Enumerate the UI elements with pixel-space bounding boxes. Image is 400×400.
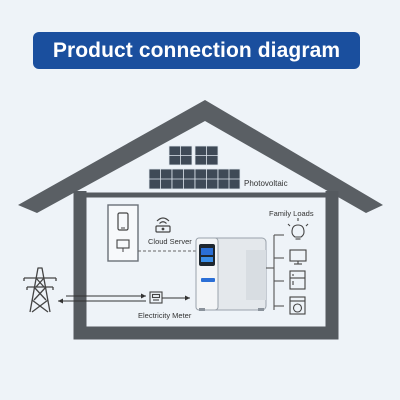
grid-connection-arrows [58, 293, 190, 304]
electricity-meter-label: Electricity Meter [138, 311, 192, 320]
solar-panel [168, 145, 193, 166]
cloud-server-label: Cloud Server [148, 237, 192, 246]
family-loads-label: Family Loads [269, 209, 314, 218]
solar-panel [194, 168, 219, 190]
solar-panel [194, 145, 219, 166]
meter-box-icon [116, 239, 130, 252]
monitor-icon [289, 249, 307, 265]
power-station-icon [195, 237, 267, 311]
page-title: Product connection diagram [52, 38, 341, 62]
wifi-router-icon [155, 217, 171, 233]
solar-panels-icon [148, 145, 241, 190]
house-walls [73, 191, 339, 340]
smartphone-icon [117, 212, 129, 231]
electricity-meter-icon [149, 291, 163, 304]
transmission-tower-icon [23, 267, 57, 313]
light-bulb-icon [287, 218, 309, 240]
solar-panel [217, 168, 241, 190]
solar-panel [148, 168, 173, 190]
refrigerator-icon [289, 270, 306, 290]
title-banner: Product connection diagram [33, 32, 360, 69]
photovoltaic-label: Photovoltaic [244, 179, 288, 188]
house-roof [18, 100, 383, 213]
solar-panel [171, 168, 196, 190]
washing-machine-icon [289, 296, 306, 315]
family-loads-bus [266, 234, 284, 310]
